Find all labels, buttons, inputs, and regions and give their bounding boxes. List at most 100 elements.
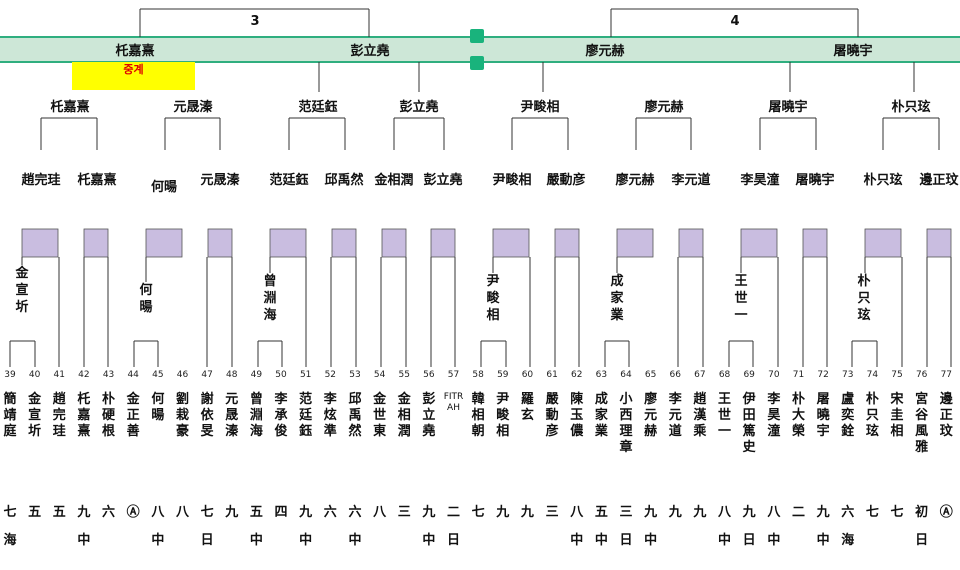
r3-winner-14: 屠曉宇 xyxy=(795,173,835,188)
qf-winner-5: 尹畯相 xyxy=(520,100,560,115)
player-rank: 九 xyxy=(742,505,756,520)
player-region: 中 xyxy=(570,533,584,548)
player-rank: 九 xyxy=(422,505,436,520)
player-region: 中 xyxy=(422,533,436,548)
result-block xyxy=(802,228,828,258)
r3-winner-16: 邊正玟 xyxy=(919,173,959,188)
seat-number: 51 xyxy=(299,370,312,380)
r3-winner-9: 尹畯相 xyxy=(492,173,532,188)
seat-number: 76 xyxy=(915,370,928,380)
r3-winner-3: 何暘 xyxy=(150,180,177,195)
result-block xyxy=(21,228,59,258)
player-rank: 九 xyxy=(520,505,534,520)
seat-number: 66 xyxy=(669,370,681,380)
seat-number: 52 xyxy=(324,370,337,380)
seat-number: 53 xyxy=(349,370,361,380)
player-name: 元晟溱 xyxy=(225,392,239,439)
player-name: 金相潤 xyxy=(397,392,411,439)
qf-winner-6: 廖元赫 xyxy=(644,100,684,115)
qf-winner-8: 朴只玹 xyxy=(891,100,931,115)
r3-winner-5: 范廷鈺 xyxy=(269,173,309,188)
r3-winner-6: 邱禹然 xyxy=(324,173,364,188)
seat-number: 40 xyxy=(28,370,41,380)
player-rank: 九 xyxy=(644,505,658,520)
player-name: 杔嘉熹 xyxy=(77,392,91,439)
player-name: 彭立堯 xyxy=(422,392,436,439)
player-name: 盧奕銓 xyxy=(841,392,855,439)
seat-number: 62 xyxy=(570,370,583,380)
seat-number: 77 xyxy=(940,370,953,380)
seat-number: 41 xyxy=(53,370,65,380)
player-name: 邊正玟 xyxy=(939,392,953,439)
player-name: 李承俊 xyxy=(274,392,288,439)
player-name: 邱禹然 xyxy=(348,392,362,439)
player-rank: 七 xyxy=(865,505,879,520)
player-rank: 七 xyxy=(890,505,904,520)
player-rank: 六 xyxy=(348,505,362,520)
player-name: 宮谷風雅 xyxy=(915,392,929,455)
player-rank: 初 xyxy=(915,505,929,520)
seat-number: 73 xyxy=(842,370,854,380)
player-rank: 六 xyxy=(102,505,116,520)
player-rank: 九 xyxy=(225,505,239,520)
player-region: 日 xyxy=(619,533,633,548)
seat-number: 61 xyxy=(546,370,558,380)
finalist-4: 屠曉宇 xyxy=(833,44,873,59)
player-rank: 六 xyxy=(841,505,855,520)
result-block xyxy=(492,228,530,258)
player-name: 宋圭相 xyxy=(890,392,904,439)
finalist-1: 杔嘉熹 xyxy=(115,44,155,59)
player-rank: 八 xyxy=(570,505,584,520)
qf-winner-1: 杔嘉熹 xyxy=(50,100,90,115)
r3-winner-4: 元晟溱 xyxy=(200,173,240,188)
seat-number: 65 xyxy=(644,370,657,380)
player-rank: Ⓐ xyxy=(126,505,140,520)
seat-number: 68 xyxy=(718,370,731,380)
qf-winner-2: 元晟溱 xyxy=(173,100,213,115)
player-rank: 八 xyxy=(718,505,732,520)
seat-number: 70 xyxy=(768,370,780,380)
match-number-4: 4 xyxy=(730,14,740,29)
player-region: 中 xyxy=(767,533,781,548)
player-name: 陳玉儂 xyxy=(570,392,584,439)
seat-number: 42 xyxy=(78,370,90,380)
player-rank: 八 xyxy=(767,505,781,520)
player-rank: 三 xyxy=(397,505,411,520)
player-rank: 九 xyxy=(816,505,830,520)
player-rank: 五 xyxy=(28,505,42,520)
result-block xyxy=(83,228,109,258)
seat-number: 47 xyxy=(201,370,213,380)
player-name: 李昊潼 xyxy=(767,392,781,439)
seat-number: 49 xyxy=(250,370,263,380)
player-region: 中 xyxy=(816,533,830,548)
result-block xyxy=(678,228,704,258)
r3-winner-12: 李元道 xyxy=(671,173,711,188)
seat-number: 57 xyxy=(447,370,460,380)
player-rank: Ⓐ xyxy=(939,505,953,520)
player-rank: 九 xyxy=(299,505,313,520)
seat-number: 44 xyxy=(127,370,139,380)
result-block xyxy=(269,228,307,258)
player-name: 屠曉宇 xyxy=(816,392,830,439)
player-name: 韓相朝 xyxy=(471,392,485,439)
player-rank: 七 xyxy=(3,505,17,520)
player-region: 海 xyxy=(3,533,17,548)
player-name: 金宣圻 xyxy=(28,392,42,439)
seat-number: 63 xyxy=(595,370,608,380)
r2-winner-3: 曾淵海 xyxy=(263,274,277,323)
player-region: 日 xyxy=(742,533,756,548)
result-block xyxy=(430,228,456,258)
player-rank: 九 xyxy=(496,505,510,520)
seat-number: 43 xyxy=(102,370,115,380)
player-name: 何暘 xyxy=(151,392,165,423)
player-rank: 五 xyxy=(52,505,66,520)
result-block xyxy=(207,228,233,258)
player-region: 中 xyxy=(644,533,658,548)
player-region: 中 xyxy=(299,533,313,548)
player-name: 范廷鈺 xyxy=(299,392,313,439)
qf-winner-4: 彭立堯 xyxy=(399,100,439,115)
result-block xyxy=(616,228,654,258)
seat-number: 67 xyxy=(694,370,706,380)
r3-winner-2: 杔嘉熹 xyxy=(77,173,117,188)
player-rank: 五 xyxy=(594,505,608,520)
